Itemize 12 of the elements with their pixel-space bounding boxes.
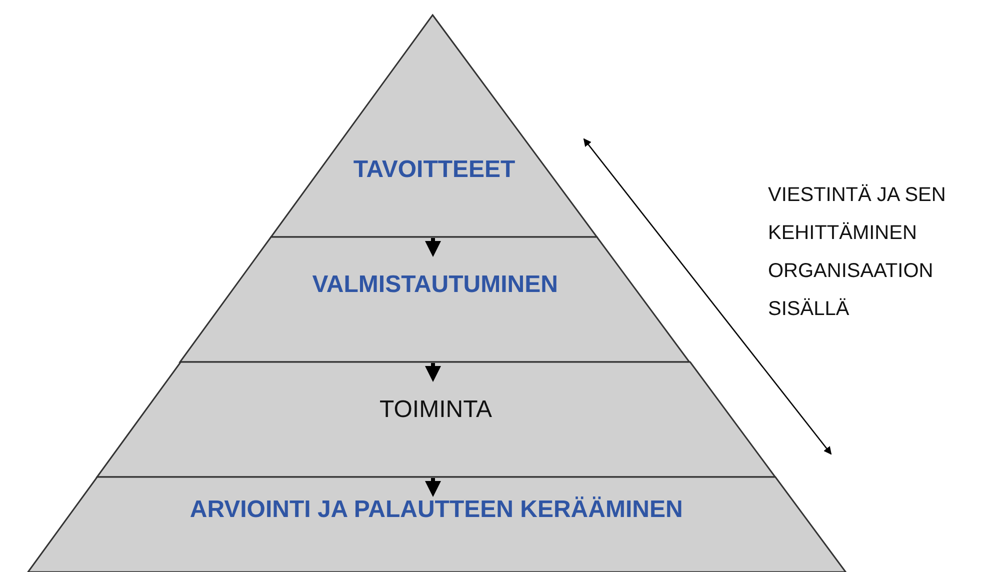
arrow	[425, 238, 441, 257]
tier-label: TOIMINTA	[378, 396, 493, 424]
pyramid-tier	[271, 15, 598, 237]
arrow	[425, 363, 441, 382]
tier-label: ARVIOINTI JA PALAUTTEEN KERÄÄMINEN	[188, 496, 684, 524]
side-note: VIESTINTÄ JA SEN KEHITTÄMINEN ORGANISAATION SISÄLLÄ	[768, 183, 947, 322]
pyramid-tier	[96, 362, 775, 477]
arrow	[425, 478, 441, 497]
tier-label: VALMISTAUTUMINEN	[311, 271, 559, 299]
tier-label: TAVOITTEEET	[352, 156, 516, 184]
pyramid-tier	[180, 237, 690, 362]
pyramid-tier	[28, 477, 846, 572]
